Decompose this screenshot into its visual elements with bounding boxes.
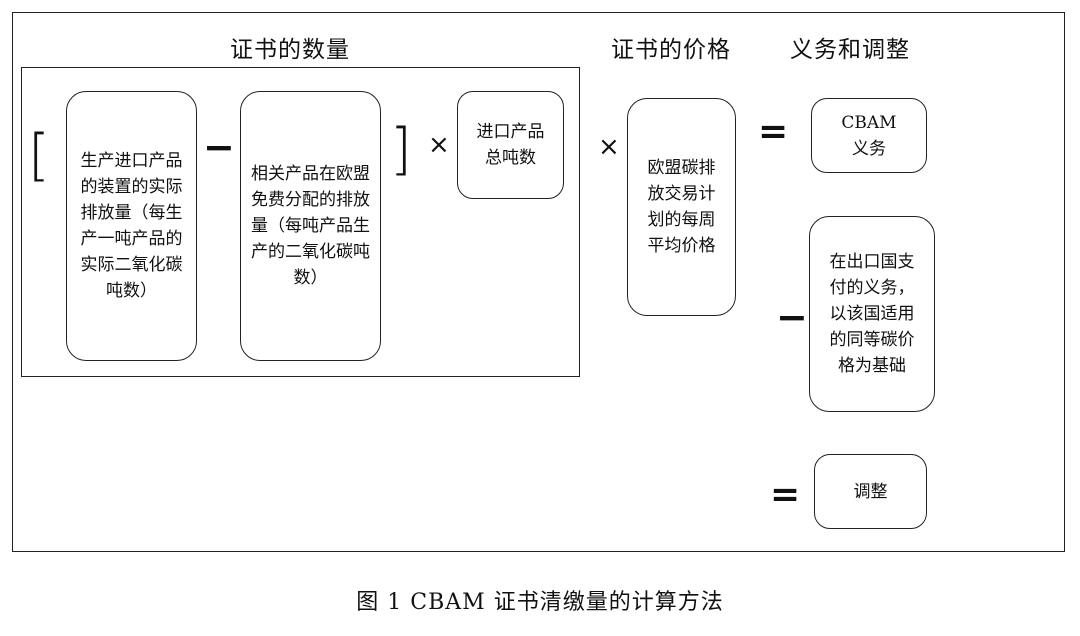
times-operator-2: × [598,132,620,162]
adjustment-box: 调整 [814,454,927,529]
equals-operator-1: = [758,111,789,152]
certificate-quantity-group [21,67,580,377]
heading-certificate-price: 证书的价格 [611,37,731,63]
actual-emissions-text: 生产进口产品的装置的实际排放量（每生产一吨产品的实际二氧化碳吨数） [80,151,183,301]
origin-country-payment-box: 在出口国支付的义务，以该国适用的同等碳价格为基础 [809,216,935,412]
heading-certificate-quantity: 证书的数量 [230,37,350,63]
actual-emissions-box: 生产进口产品的装置的实际排放量（每生产一吨产品的实际二氧化碳吨数） [66,91,197,361]
close-bracket: ] [390,117,412,182]
adjustment-text: 调整 [853,481,888,502]
import-tonnage-box: 进口产品总吨数 [457,91,564,199]
times-operator-1: × [428,130,450,160]
figure-caption: 图 1 CBAM 证书清缴量的计算方法 [356,590,724,615]
equals-operator-2: = [770,474,801,515]
ets-weekly-price-text: 欧盟碳排放交易计划的每周平均价格 [647,158,716,256]
free-allocation-text: 相关产品在欧盟免费分配的排放量（每吨产品生产的二氧化碳吨数） [251,164,370,288]
free-allocation-box: 相关产品在欧盟免费分配的排放量（每吨产品生产的二氧化碳吨数） [240,91,381,361]
import-tonnage-text: 进口产品总吨数 [476,122,545,168]
cbam-obligation-text: CBAM义务 [841,112,897,159]
open-bracket: [ [28,123,50,188]
cbam-obligation-box: CBAM义务 [811,98,927,173]
minus-operator-2: − [776,295,808,339]
diagram-frame [12,12,1065,552]
ets-weekly-price-box: 欧盟碳排放交易计划的每周平均价格 [627,98,736,316]
origin-country-payment-text: 在出口国支付的义务，以该国适用的同等碳价格为基础 [829,252,915,376]
minus-operator: − [203,125,235,169]
heading-obligation-adjustment: 义务和调整 [790,37,910,63]
